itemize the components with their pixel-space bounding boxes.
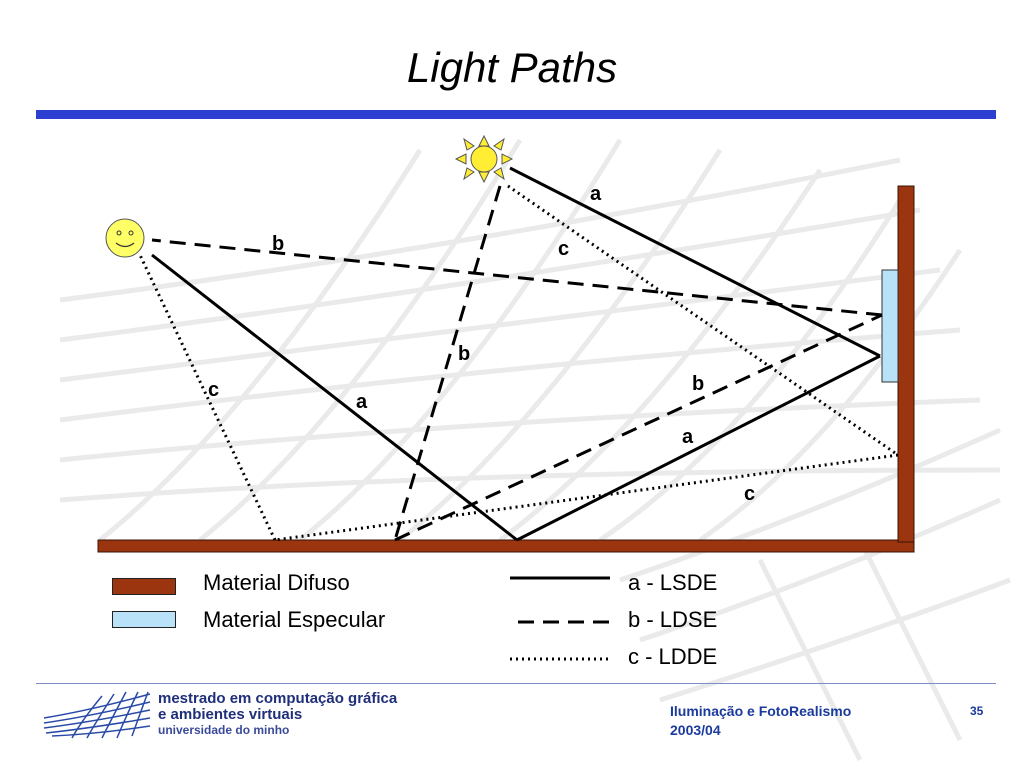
wall-diffuse (897, 185, 915, 543)
path-c-lines (138, 184, 899, 542)
path-b-lines (151, 185, 883, 542)
page-number: 35 (970, 704, 984, 718)
legend-specular-swatch (112, 611, 176, 628)
label-a-left: a (356, 391, 368, 413)
legend-diffuse-label: Material Difuso (203, 570, 350, 595)
mirror-specular (881, 269, 899, 383)
legend-line-samples (510, 576, 610, 661)
viewer-smiley-icon (105, 218, 145, 258)
footer-course: Iluminação e FotoRealismo (670, 703, 852, 719)
label-b-center: b (458, 343, 470, 365)
logo-line3: universidade do minho (158, 723, 290, 737)
footer-year: 2003/04 (670, 722, 721, 738)
label-b-left: b (272, 233, 284, 255)
title-rule (36, 110, 996, 119)
sun-icon (454, 134, 514, 184)
logo-line1: mestrado em computação gráfica (158, 690, 398, 707)
floor-diffuse (97, 539, 915, 553)
logo-line2: e ambientes virtuais (158, 706, 303, 723)
legend-ldse-label: b - LDSE (628, 607, 718, 632)
slide-title: Light Paths (406, 44, 618, 91)
label-a-right: a (682, 426, 694, 448)
path-a-lines (151, 166, 881, 542)
label-c-lower: c (744, 483, 755, 505)
label-a-upper: a (590, 183, 602, 205)
label-b-right: b (692, 373, 704, 395)
legend-specular-label: Material Especular (203, 607, 386, 632)
university-grid-logo (43, 691, 151, 739)
legend-diffuse-swatch (112, 578, 176, 595)
legend-lsde-label: a - LSDE (628, 570, 718, 595)
legend-ldde-label: c - LDDE (628, 644, 718, 669)
label-c-left: c (208, 379, 219, 401)
label-c-upper: c (558, 238, 569, 260)
background-grid (59, 138, 1011, 762)
footer-rule (36, 683, 996, 684)
